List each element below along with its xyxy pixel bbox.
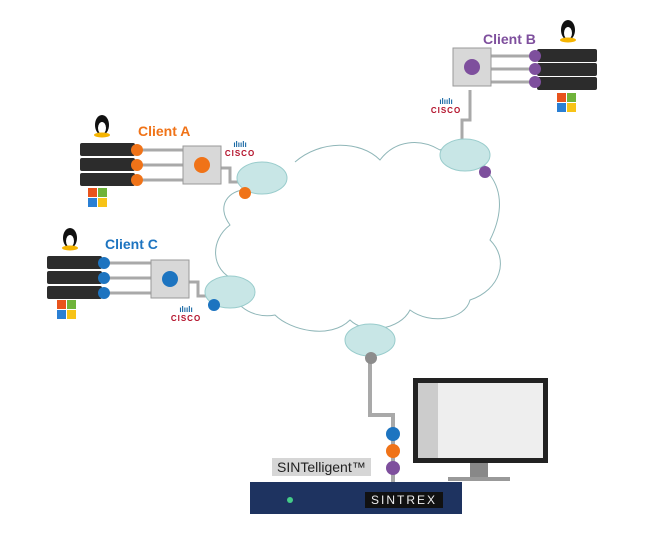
servers-client-b <box>537 49 597 90</box>
client-c-label: Client C <box>105 236 158 252</box>
linux-icons <box>62 20 576 251</box>
switch-client-a <box>182 145 222 185</box>
monitor <box>413 378 548 481</box>
port-dots <box>98 50 541 475</box>
appliance-label: SINTelligent™ <box>272 458 371 476</box>
routers <box>204 138 491 357</box>
client-b-label: Client B <box>483 31 536 47</box>
servers-client-a <box>80 143 135 186</box>
windows-icons <box>57 93 576 319</box>
switch-client-b <box>452 47 492 87</box>
sintrex-brand: SINTREX <box>365 492 444 508</box>
client-a-label: Client A <box>138 123 191 139</box>
switch-client-c <box>150 259 190 299</box>
servers-client-c <box>47 256 102 299</box>
